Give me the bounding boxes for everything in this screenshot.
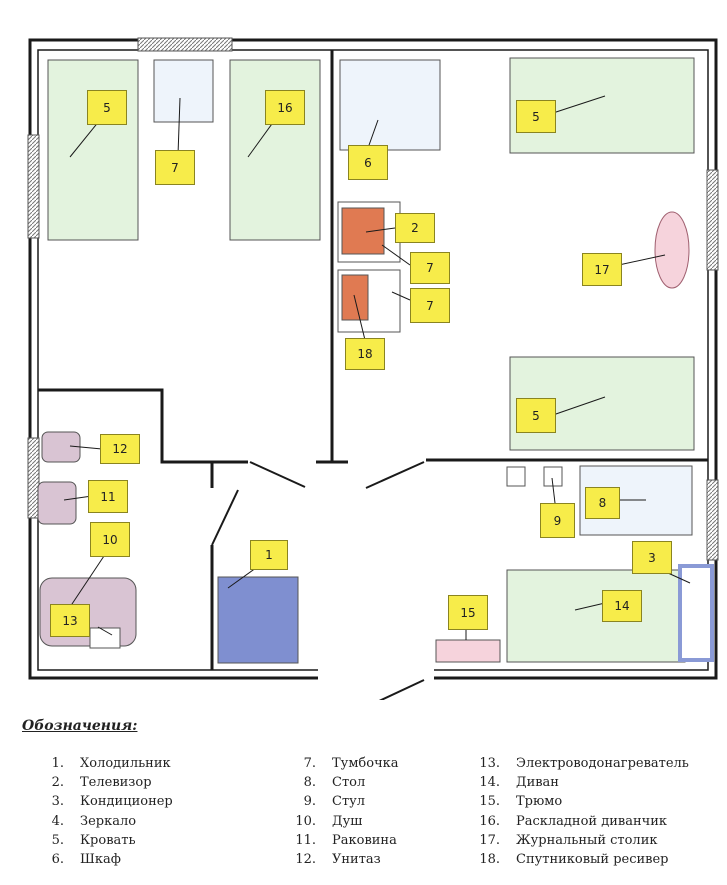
- legend-column-1: 1.Холодильник 2.Телевизор 3.Кондиционер …: [40, 756, 173, 871]
- window-top: [137, 37, 233, 52]
- marker-water-heater: 13: [50, 604, 90, 637]
- legend-item: 4.Зеркало: [51, 813, 137, 829]
- windows: [27, 37, 719, 561]
- legend-item: 13.Электроводонагреватель: [479, 756, 689, 771]
- marker-tv: 2: [395, 213, 435, 243]
- bed-left: [47, 59, 139, 241]
- legend-item: 12.Унитаз: [295, 851, 381, 867]
- interior-walls: [38, 50, 708, 670]
- marker-fridge: 1: [250, 540, 288, 570]
- marker-dresser: 15: [448, 595, 488, 630]
- chair-left: [506, 466, 526, 487]
- legend-item: 8.Стол: [303, 775, 366, 791]
- legend-item: 18.Спутниковый ресивер: [479, 851, 669, 867]
- legend-item: 11.Раковина: [295, 832, 397, 848]
- marker-air-conditioner: 3: [632, 541, 672, 574]
- dresser: [435, 639, 501, 663]
- wardrobe: [339, 59, 441, 151]
- legend-item: 3.Кондиционер: [51, 794, 173, 810]
- sink: [37, 481, 77, 525]
- air-conditioner: [678, 564, 714, 662]
- exterior-walls-inner: [37, 49, 709, 671]
- marker-nightstand-low: 7: [410, 288, 450, 323]
- leader-lines: [63, 95, 691, 640]
- doors: [211, 461, 425, 700]
- legend-item: 7.Тумбочка: [303, 756, 399, 771]
- legend-item: 5.Кровать: [51, 832, 136, 848]
- legend-item: 16.Раскладной диванчик: [479, 813, 667, 829]
- legend-title: Обозначения:: [22, 718, 138, 734]
- window-left-bottom: [27, 437, 40, 519]
- marker-bed-top-right: 5: [516, 100, 556, 133]
- marker-shower: 10: [90, 522, 130, 557]
- legend-item: 1.Холодильник: [51, 756, 171, 771]
- window-right-top: [706, 169, 719, 271]
- legend-item: 17.Журнальный столик: [479, 832, 658, 848]
- marker-table: 8: [585, 487, 620, 519]
- toilet: [41, 431, 81, 463]
- legend-item: 2.Телевизор: [51, 775, 152, 791]
- marker-bed-left: 5: [87, 90, 127, 125]
- legend-column-2: 7.Тумбочка 8.Стол 9.Стул 10.Душ 11.Раков…: [286, 756, 399, 871]
- legend-item: 15.Трюмо: [479, 794, 563, 810]
- folding-sofa: [229, 59, 321, 241]
- legend-column-3: 13.Электроводонагреватель 14.Диван 15.Тр…: [470, 756, 689, 871]
- tv: [341, 207, 385, 255]
- water-heater: [89, 627, 121, 649]
- fridge: [217, 576, 299, 664]
- marker-coffee-table: 17: [582, 253, 622, 286]
- legend-item: 14.Диван: [479, 775, 559, 791]
- sofa: [506, 569, 686, 663]
- marker-wardrobe: 6: [348, 145, 388, 180]
- legend-item: 9.Стул: [303, 794, 366, 810]
- marker-sofa: 14: [602, 590, 642, 622]
- marker-bed-mid-right: 5: [516, 398, 556, 433]
- marker-folding-sofa: 16: [265, 90, 305, 125]
- legend-item: 10.Душ: [295, 813, 363, 829]
- window-right-bottom: [706, 479, 719, 561]
- exterior-walls: [28, 38, 718, 680]
- marker-sink: 11: [88, 480, 128, 513]
- marker-nightstand-top: 7: [155, 150, 195, 185]
- coffee-table: [654, 211, 690, 289]
- marker-chair: 9: [540, 503, 575, 538]
- legend-item: 6.Шкаф: [51, 851, 121, 867]
- marker-satellite-receiver: 18: [345, 338, 385, 370]
- window-left-top: [27, 134, 40, 239]
- marker-nightstand-mid: 7: [410, 252, 450, 284]
- marker-toilet: 12: [100, 434, 140, 464]
- nightstand-top: [153, 59, 214, 123]
